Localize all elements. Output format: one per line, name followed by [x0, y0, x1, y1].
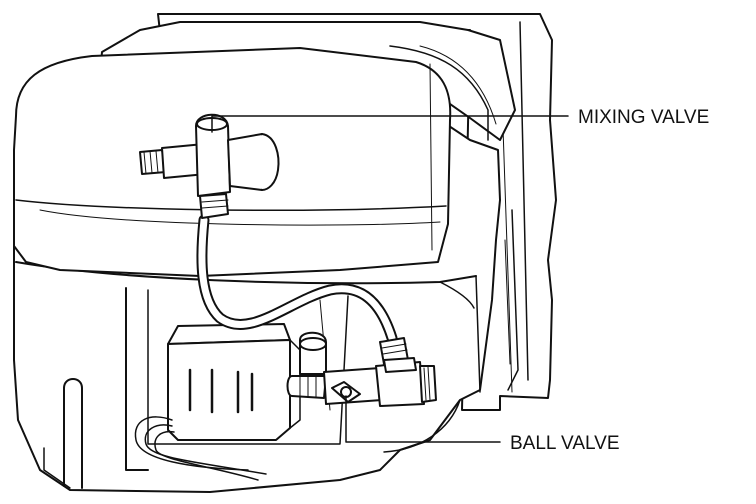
ball-valve-leader — [345, 395, 501, 443]
callout-leaders — [211, 115, 569, 443]
ball-valve — [286, 357, 437, 407]
mixing-valve-label: MIXING VALVE — [578, 107, 709, 128]
mixing-valve-leader — [211, 115, 569, 133]
flex-hose — [196, 214, 398, 344]
electrical-box — [167, 323, 301, 441]
inlet-stub — [299, 331, 327, 375]
ball-valve-label: BALL VALVE — [510, 433, 620, 454]
power-wires — [134, 416, 267, 481]
mixing-valve — [139, 113, 280, 219]
